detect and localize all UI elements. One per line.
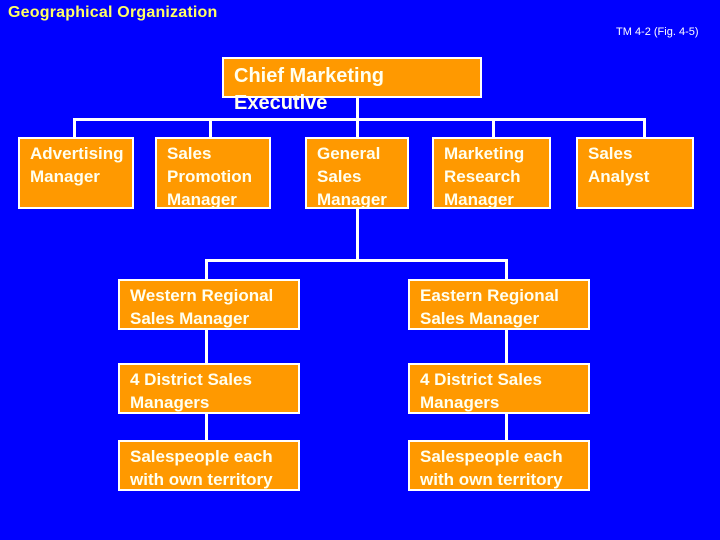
connector-to-eastern-regional — [505, 259, 508, 279]
node-western-salespeople[interactable]: Salespeople each with own territory — [118, 440, 300, 491]
page-title: Geographical Organization — [8, 4, 218, 21]
node-western-district-sales-managers[interactable]: 4 District Sales Managers — [118, 363, 300, 414]
connector-to-sales-promotion — [209, 118, 212, 137]
node-sales-analyst[interactable]: Sales Analyst — [576, 137, 694, 209]
connector-eastern-districts-down — [505, 414, 508, 440]
node-marketing-research-manager[interactable]: Marketing Research Manager — [432, 137, 551, 209]
connector-to-advertising — [73, 118, 76, 137]
node-eastern-salespeople[interactable]: Salespeople each with own territory — [408, 440, 590, 491]
node-western-regional-sales-manager[interactable]: Western Regional Sales Manager — [118, 279, 300, 330]
connector-western-regional-down — [205, 330, 208, 363]
connector-eastern-regional-down — [505, 330, 508, 363]
node-eastern-regional-sales-manager[interactable]: Eastern Regional Sales Manager — [408, 279, 590, 330]
node-chief-marketing-executive[interactable]: Chief Marketing Executive — [222, 57, 482, 114]
node-eastern-district-sales-managers[interactable]: 4 District Sales Managers — [408, 363, 590, 414]
node-advertising-manager[interactable]: Advertising Manager — [18, 137, 134, 209]
node-sales-promotion-manager[interactable]: Sales Promotion Manager — [155, 137, 271, 209]
connector-level3-bus — [205, 259, 508, 262]
connector-to-marketing-research — [492, 118, 495, 137]
node-general-sales-manager[interactable]: General Sales Manager — [305, 137, 409, 209]
connector-level2-bus — [73, 118, 646, 121]
connector-general-sales-down — [356, 209, 359, 261]
connector-to-sales-analyst — [643, 118, 646, 137]
connector-to-general-sales — [356, 118, 359, 137]
connector-western-districts-down — [205, 414, 208, 440]
connector-chief-down — [356, 98, 359, 120]
connector-to-western-regional — [205, 259, 208, 279]
reference-note: TM 4-2 (Fig. 4-5) — [616, 26, 699, 38]
